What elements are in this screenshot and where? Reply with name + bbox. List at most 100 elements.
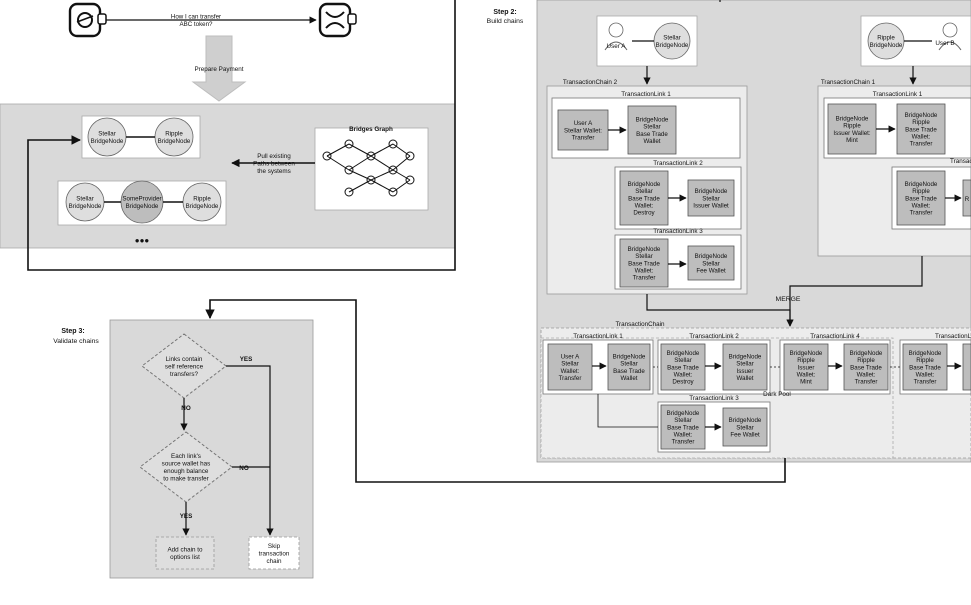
transaction-link-title: TransactionLink 2 bbox=[689, 333, 739, 340]
node-label: Ripple bbox=[857, 357, 875, 364]
node-label: Base Trade bbox=[909, 364, 941, 371]
user-a-label: User A bbox=[607, 43, 627, 50]
node-label: BridgeNode bbox=[836, 116, 869, 123]
node-label: Ripple bbox=[165, 131, 183, 138]
node-label: Transfer bbox=[910, 210, 933, 217]
node-label: Wallet: bbox=[797, 372, 816, 379]
chain-title: TransactionChain 2 bbox=[563, 79, 618, 86]
bridges-graph-title: Bridges Graph bbox=[349, 126, 393, 133]
node-label: BridgeNode bbox=[850, 350, 883, 357]
node-label: transaction bbox=[259, 550, 290, 557]
node-label: Wallet: bbox=[912, 134, 931, 141]
graph-edge bbox=[326, 155, 350, 171]
node-label: Stellar bbox=[561, 361, 579, 368]
user-b-label: User B bbox=[935, 40, 954, 47]
node-label: Stellar bbox=[702, 195, 720, 202]
transaction-link-title: TransactionLink 2 bbox=[653, 160, 703, 167]
user-a-body-icon bbox=[604, 41, 628, 51]
node-label: Skip bbox=[268, 543, 281, 550]
node-label: self reference bbox=[165, 363, 204, 370]
wallet-clasp-icon bbox=[347, 13, 357, 25]
no-label: NO bbox=[181, 405, 191, 412]
wallet-box bbox=[843, 343, 889, 391]
node-label: Stellar bbox=[643, 124, 661, 131]
node-label: Wallet bbox=[621, 375, 638, 382]
add-chain-box bbox=[155, 536, 215, 570]
node-label: BridgeNode bbox=[729, 417, 762, 424]
graph-edge bbox=[326, 143, 350, 157]
yes-skip-line bbox=[226, 365, 274, 536]
node-label: transfers? bbox=[170, 371, 198, 378]
node-label: BridgeNode bbox=[636, 117, 669, 124]
node-label: Transfer bbox=[572, 135, 595, 142]
skip-chain-box bbox=[248, 536, 300, 570]
node-label: Stellar bbox=[736, 361, 754, 368]
node-label: BridgeNode bbox=[69, 203, 102, 210]
yes-label: YES bbox=[240, 356, 253, 363]
user-a-avatar-icon bbox=[608, 22, 624, 38]
node-label: Links contain bbox=[166, 356, 203, 363]
node-label: the systems bbox=[257, 168, 291, 175]
node-label: Ripple bbox=[912, 119, 930, 126]
transaction-link-title: TransactionLink 1 bbox=[621, 91, 671, 98]
wallet-box bbox=[896, 103, 946, 155]
node-label: Pull existing bbox=[257, 153, 291, 160]
node-label: to make transfer bbox=[163, 476, 209, 483]
node-label: Mint bbox=[846, 137, 858, 144]
transaction-link-title: TransactionLink 3 bbox=[653, 228, 703, 235]
wallet-box-clipped bbox=[962, 179, 971, 217]
step3-label: Step 3: bbox=[61, 328, 84, 335]
node-label: Each link's bbox=[171, 453, 201, 460]
node-label: Stellar bbox=[663, 35, 681, 42]
node-label: User A bbox=[574, 120, 593, 127]
node-label: Ripple bbox=[193, 196, 211, 203]
wallet-clasp-icon bbox=[97, 13, 107, 25]
graph-edge bbox=[392, 179, 411, 193]
node-label: Issuer bbox=[798, 364, 815, 371]
graph-edge bbox=[348, 179, 372, 193]
graph-edge bbox=[370, 143, 394, 157]
node-label: BridgeNode bbox=[656, 42, 689, 49]
node-label: Ripple bbox=[916, 357, 934, 364]
node-label: How I can transfer bbox=[171, 14, 221, 21]
node-label: Wallet: bbox=[635, 203, 654, 210]
node-label: BridgeNode bbox=[158, 138, 191, 145]
node-label: Wallet: bbox=[674, 432, 693, 439]
node-label: BridgeNode bbox=[909, 350, 942, 357]
node-label: Base Trade bbox=[850, 364, 882, 371]
node-label: BridgeNode bbox=[628, 181, 661, 188]
node-label: source wallet has bbox=[162, 461, 211, 468]
node-label: Issuer bbox=[737, 368, 754, 375]
node-label: Issuer Wallet bbox=[693, 203, 729, 210]
wallet-box bbox=[619, 238, 669, 288]
node-label: BridgeNode bbox=[695, 188, 728, 195]
wallet-box bbox=[619, 170, 669, 226]
step3-sublabel: Validate chains bbox=[53, 338, 99, 345]
graph-edge bbox=[348, 169, 372, 181]
node-label: Transfer bbox=[855, 379, 878, 386]
graph-edge bbox=[348, 155, 372, 171]
node-label: Mint bbox=[800, 379, 812, 386]
node-label: BridgeNode bbox=[126, 203, 159, 210]
merge-label: MERGE bbox=[776, 296, 801, 303]
node-label: enough balance bbox=[164, 468, 209, 475]
node-label: Fee Wallet bbox=[696, 268, 726, 275]
graph-edge bbox=[392, 155, 411, 171]
node-label: Stellar bbox=[620, 361, 638, 368]
node-label: Stellar bbox=[76, 196, 94, 203]
node-label: BridgeNode bbox=[628, 246, 661, 253]
node-label: options list bbox=[170, 554, 200, 561]
wallet-box bbox=[902, 343, 948, 391]
graph-edge bbox=[392, 169, 411, 181]
prepare-payment-label: Prepare Payment bbox=[194, 66, 243, 73]
node-label: Add chain to bbox=[167, 547, 203, 554]
chain-title: TransactionChain bbox=[615, 321, 665, 328]
stellar-logo-icon bbox=[77, 12, 93, 28]
graph-edge bbox=[370, 155, 394, 171]
node-label: Base Trade bbox=[905, 126, 937, 133]
more-dots: ●●● bbox=[135, 236, 150, 245]
step2-to-step3-line bbox=[205, 299, 786, 483]
wallet-box bbox=[687, 245, 735, 281]
node-label: BridgeNode bbox=[905, 181, 938, 188]
